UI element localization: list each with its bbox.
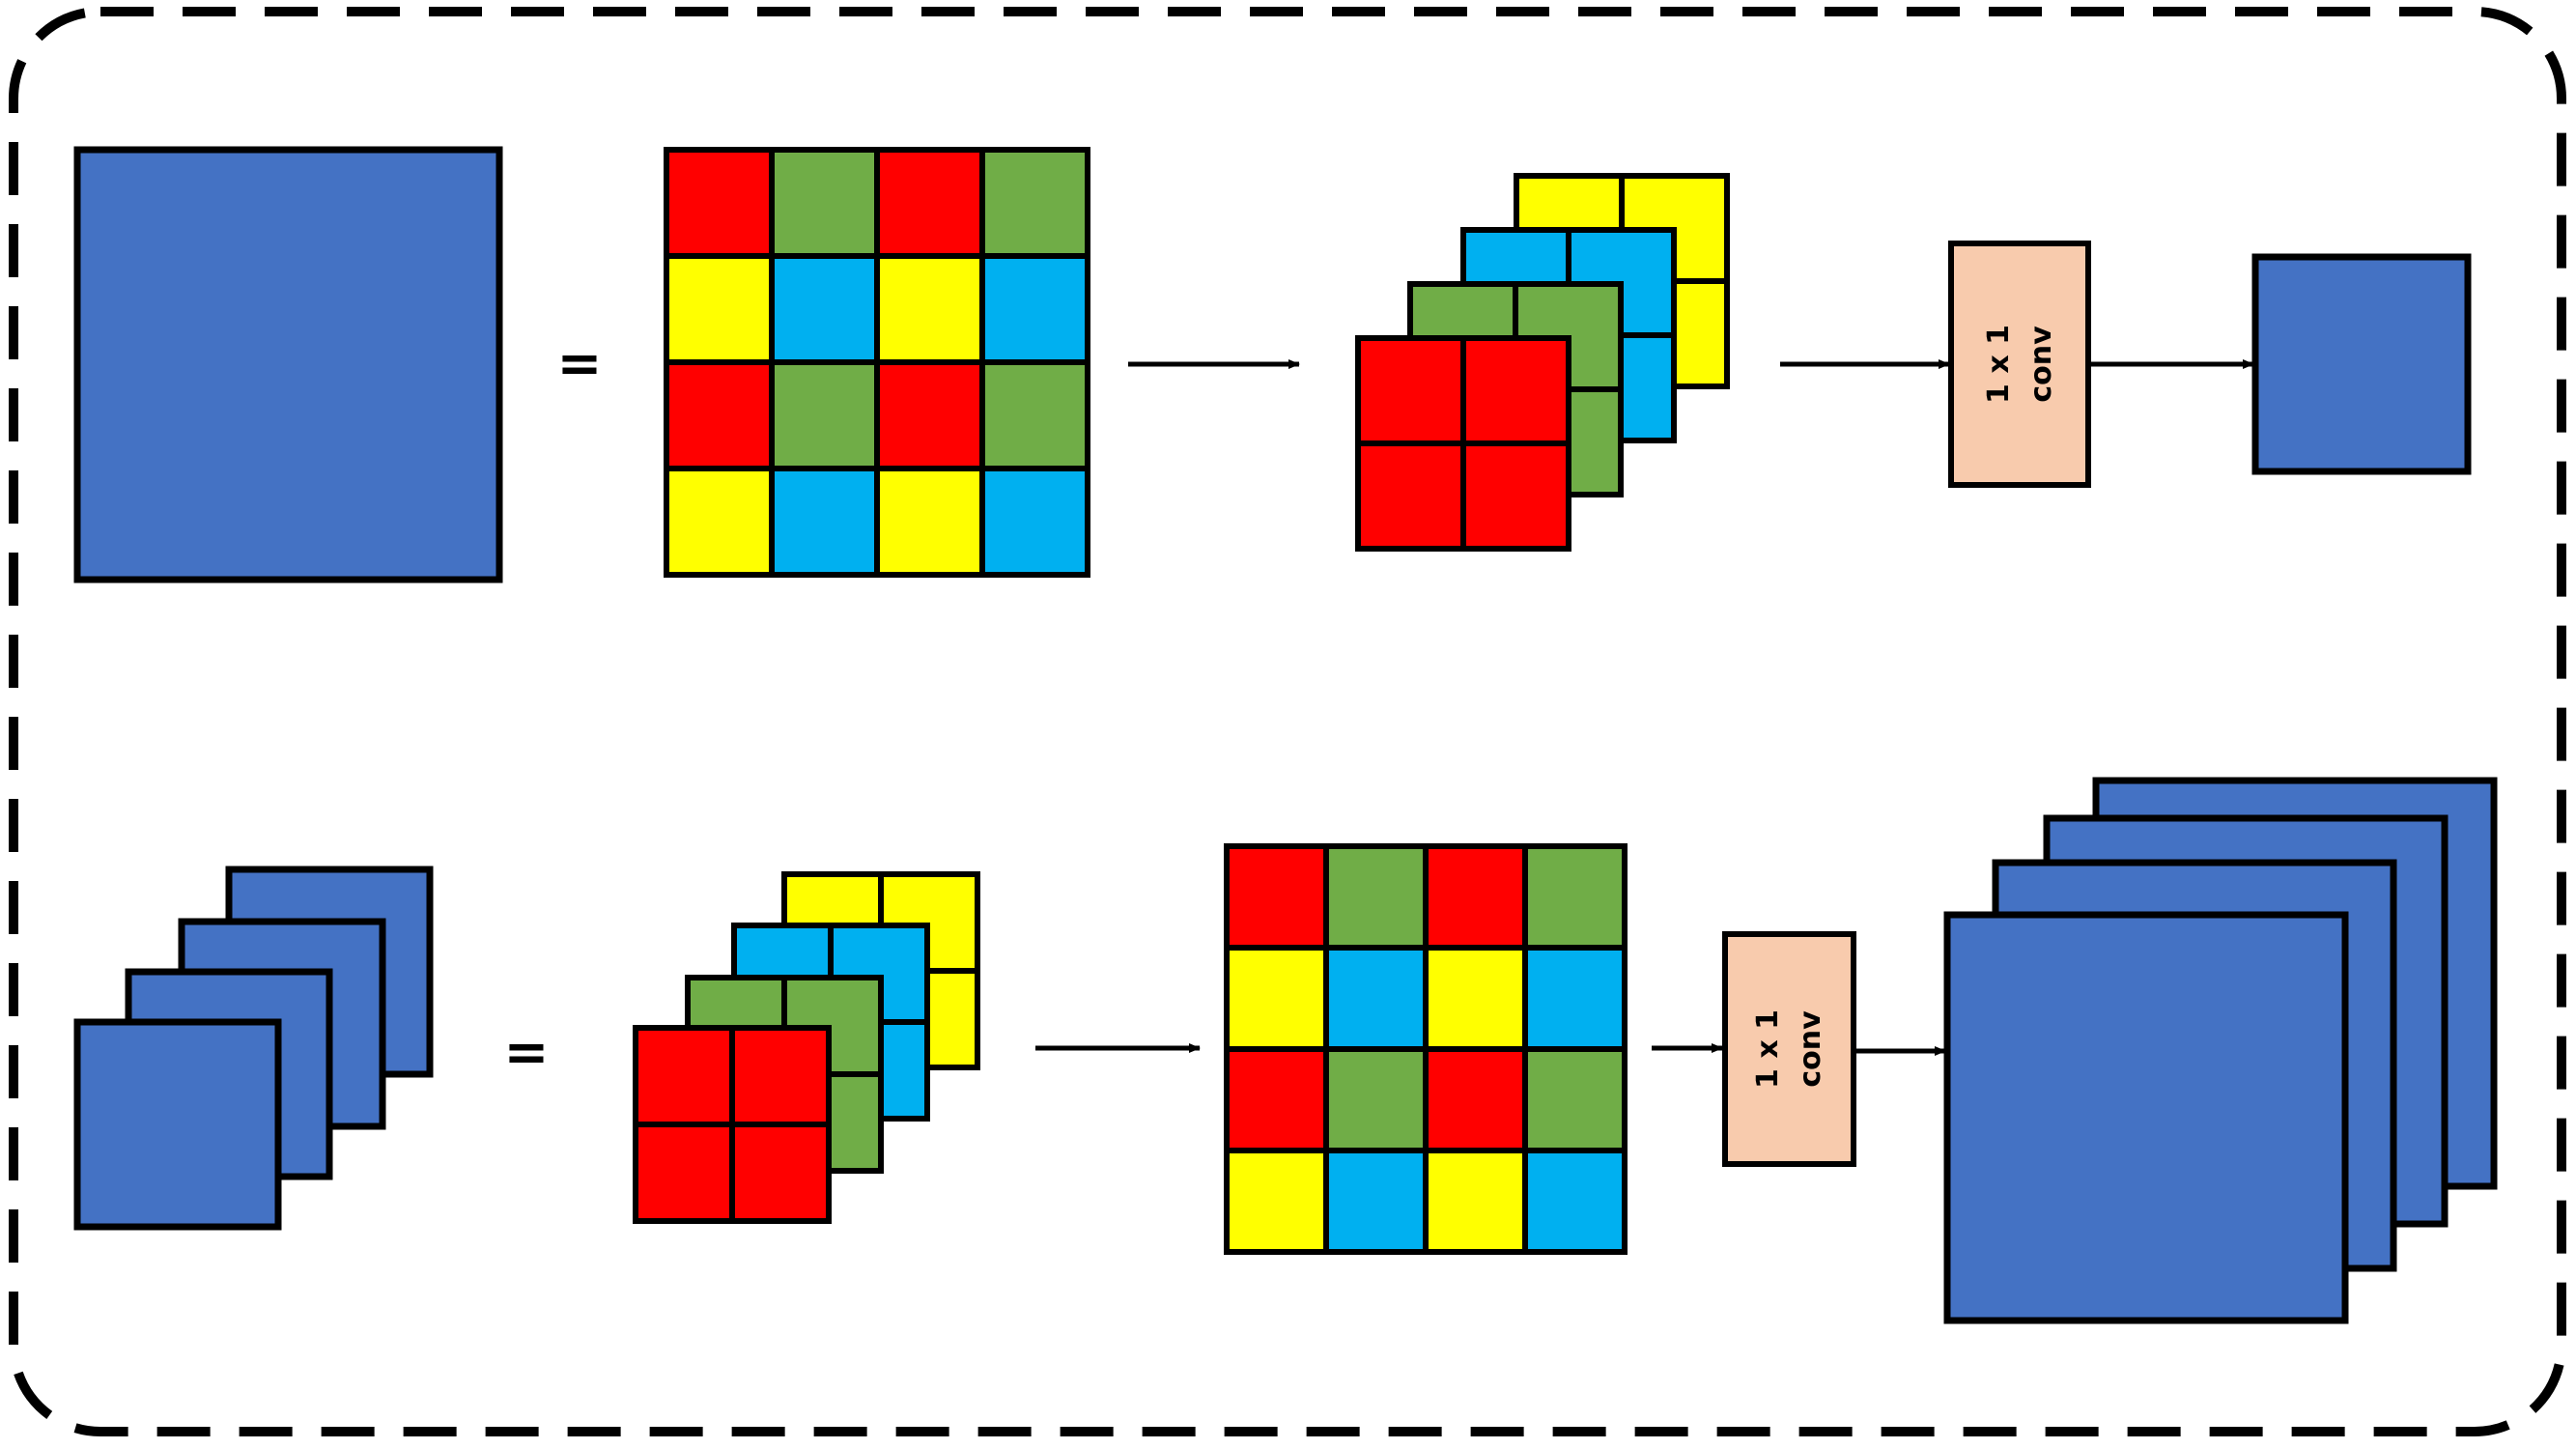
top-grid-cell-2-3 — [979, 359, 1090, 471]
top-grid-cell-2-0 — [664, 359, 775, 471]
top-grid-cell-0-1 — [769, 147, 880, 259]
bottom-stack-red-cell-1-1 — [729, 1122, 832, 1224]
top-stack-red-cell-0-1 — [1460, 335, 1571, 446]
bottom-grid-cell-0-0 — [1224, 843, 1329, 951]
top-conv-label-line1: 1 x 1 — [1982, 325, 2016, 404]
bottom-grid-cell-0-2 — [1423, 843, 1528, 951]
bottom-grid-cell-1-0 — [1224, 945, 1329, 1052]
bottom-row: = 1 x 1 conv — [73, 777, 2498, 1324]
bottom-conv-box — [1722, 931, 1856, 1167]
bottom-subpixel-stack — [633, 871, 980, 1224]
bottom-grid-cell-0-1 — [1323, 843, 1429, 951]
top-row: = 1 x 1 conv — [73, 146, 2472, 583]
bottom-input-stack — [73, 866, 434, 1231]
bottom-conv-block: 1 x 1 conv — [1722, 931, 1856, 1167]
top-grid-cell-3-1 — [769, 466, 880, 578]
bottom-grid-cell-2-3 — [1522, 1046, 1628, 1153]
top-grid-cell-0-2 — [874, 147, 985, 259]
bottom-grid-cell-2-1 — [1323, 1046, 1429, 1153]
top-grid-cell-1-0 — [664, 253, 775, 365]
top-grid-cell-2-2 — [874, 359, 985, 471]
bottom-equals-sign: = — [504, 1021, 550, 1084]
top-grid-cell-1-3 — [979, 253, 1090, 365]
top-equals-sign: = — [557, 332, 603, 395]
top-grid-cell-0-0 — [664, 147, 775, 259]
top-grid-cell-0-3 — [979, 147, 1090, 259]
bottom-conv-label-line1: 1 x 1 — [1751, 1009, 1785, 1089]
bottom-conv-label-line2: conv — [1794, 1010, 1827, 1088]
top-conv-block: 1 x 1 conv — [1948, 241, 2091, 488]
top-color-grid — [664, 147, 1090, 578]
bottom-color-grid — [1224, 843, 1628, 1255]
dashed-border — [9, 7, 2566, 1436]
top-grid-cell-1-1 — [769, 253, 880, 365]
bottom-output-stack — [1943, 777, 2498, 1324]
top-conv-box — [1948, 241, 2091, 488]
top-grid-cell-1-2 — [874, 253, 985, 365]
bottom-stack-red-cell-0-1 — [729, 1025, 832, 1127]
bottom-grid-cell-1-3 — [1522, 945, 1628, 1052]
bottom-stack-red-cell-0-0 — [633, 1025, 735, 1127]
top-stack-red-cell-1-1 — [1460, 440, 1571, 552]
bottom-grid-cell-2-2 — [1423, 1046, 1528, 1153]
bottom-grid-cell-1-2 — [1423, 945, 1528, 1052]
top-stack-red-cell-0-0 — [1355, 335, 1466, 446]
bottom-stack-red-cell-1-0 — [633, 1122, 735, 1224]
bottom-input-layer-1 — [73, 1018, 282, 1231]
top-grid-cell-3-0 — [664, 466, 775, 578]
bottom-grid-cell-0-3 — [1522, 843, 1628, 951]
bottom-grid-cell-3-3 — [1522, 1148, 1628, 1255]
top-grid-cell-3-2 — [874, 466, 985, 578]
bottom-output-layer-1 — [1943, 911, 2349, 1324]
top-conv-label-line2: conv — [2024, 326, 2058, 403]
top-input-feature-map — [73, 146, 503, 583]
top-grid-cell-3-3 — [979, 466, 1090, 578]
top-subpixel-stack — [1355, 173, 1730, 552]
bottom-grid-cell-3-1 — [1323, 1148, 1429, 1255]
bottom-grid-cell-1-1 — [1323, 945, 1429, 1052]
top-stack-red-cell-1-0 — [1355, 440, 1466, 552]
top-grid-cell-2-1 — [769, 359, 880, 471]
bottom-grid-cell-2-0 — [1224, 1046, 1329, 1153]
top-output-feature-map — [2251, 253, 2472, 475]
bottom-grid-cell-3-2 — [1423, 1148, 1528, 1255]
bottom-grid-cell-3-0 — [1224, 1148, 1329, 1255]
